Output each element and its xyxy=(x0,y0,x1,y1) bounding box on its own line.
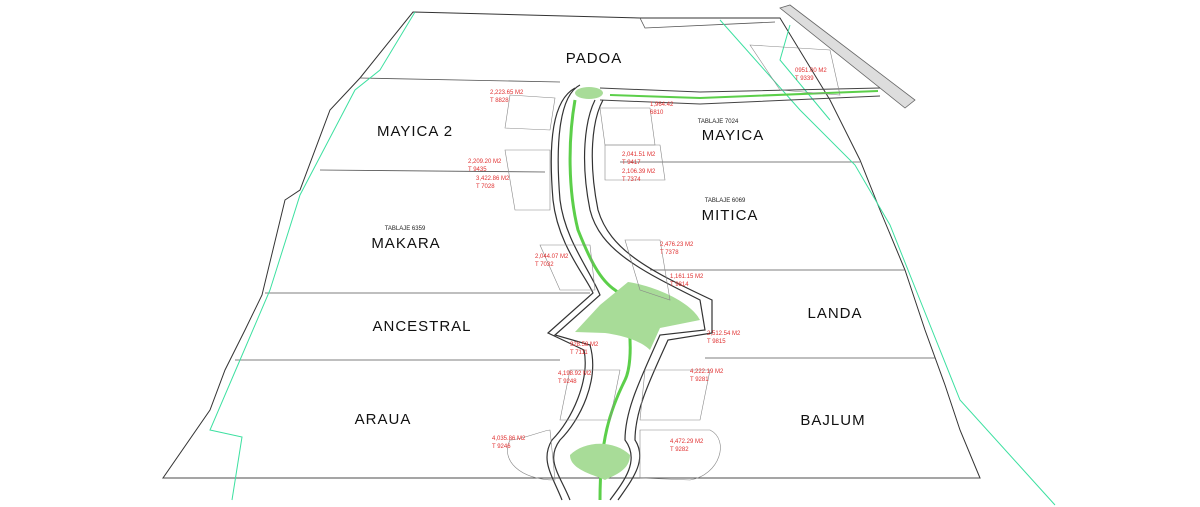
lot-outlines xyxy=(504,44,841,481)
access-road xyxy=(599,87,881,105)
survey-lines xyxy=(209,11,1056,506)
hatched-wall xyxy=(779,4,916,109)
lot-id-label: T 8828 xyxy=(490,98,509,104)
zone-label-bajlum: BAJLUM xyxy=(800,412,865,429)
lot-id-label: T 7378 xyxy=(660,250,679,256)
lot-area-label: 2,512.54 M2 xyxy=(707,331,741,337)
tablaje-label: TABLAJE 7024 xyxy=(698,119,739,125)
lot-area-label: 2,209.20 M2 xyxy=(468,159,502,165)
lot-area-label: 2,044.07 M2 xyxy=(535,254,569,260)
lot-id-label: T 9248 xyxy=(558,379,577,385)
lot-area-label: 0951.00 M2 xyxy=(795,68,827,74)
lot-id-label: T 9246 xyxy=(492,444,511,450)
zone-label-makara: MAKARA xyxy=(371,235,440,252)
zone-label-mitica: MITICA xyxy=(702,207,759,224)
zone-label-padoa: PADOA xyxy=(566,50,622,67)
lot-id-label: T 9814 xyxy=(670,282,689,288)
lot-id-label: T 9417 xyxy=(622,160,641,166)
lot-id-label: T 7374 xyxy=(622,177,641,183)
lot-area-label: 4,035.86 M2 xyxy=(492,436,526,442)
lot-area-label: 2,476.23 M2 xyxy=(660,242,694,248)
lot-area-label: 928.58 M2 xyxy=(570,342,599,348)
lot-area-label: 2,223.65 M2 xyxy=(490,90,524,96)
roundabout-green xyxy=(575,87,603,99)
lot-area-label: 4,472.29 M2 xyxy=(670,439,704,445)
lot-area-label: 4,198.92 M2 xyxy=(558,371,592,377)
lot-area-label: 2,106.39 M2 xyxy=(622,169,656,175)
lot-area-label: 1,161.15 M2 xyxy=(670,274,704,280)
lot-id-label: T 7111 xyxy=(570,350,588,356)
lot-area-label: 2,041.51 M2 xyxy=(622,152,656,158)
lot-id-label: 6810 xyxy=(650,110,664,116)
lot-area-label: 4,222.19 M2 xyxy=(690,369,724,375)
wall-outline xyxy=(639,17,776,29)
zone-label-ancestral: ANCESTRAL xyxy=(372,318,471,335)
park-green-bottom xyxy=(570,443,630,480)
zone-label-mayica: MAYICA xyxy=(702,127,764,144)
lot-id-label: T 9435 xyxy=(468,167,487,173)
park-green-center xyxy=(575,282,700,350)
lot-area-label: 3,422.86 M2 xyxy=(476,176,510,182)
zone-label-mayica-2: MAYICA 2 xyxy=(377,123,453,140)
zone-dividers xyxy=(163,77,980,479)
lot-id-label: T 7032 xyxy=(535,262,554,268)
zone-label-araua: ARAUA xyxy=(355,411,412,428)
lot-id-label: T 7028 xyxy=(476,184,495,190)
lot-labels: 2,223.65 M2 T 8828 1,964.42 6810 2,041.51 M2… xyxy=(468,68,827,453)
lot-id-label: T 9282 xyxy=(670,447,689,453)
lot-id-label: T 9815 xyxy=(707,339,726,345)
main-road xyxy=(546,84,713,501)
zone-label-landa: LANDA xyxy=(807,305,862,322)
tablaje-label: TABLAJE 6359 xyxy=(385,226,426,232)
lot-id-label: T 9281 xyxy=(690,377,709,383)
lot-id-label: T 9339 xyxy=(795,76,814,82)
lot-area-label: 1,964.42 xyxy=(650,102,674,108)
access-road-median xyxy=(609,90,879,100)
tablaje-label: TABLAJE 6069 xyxy=(705,198,746,204)
